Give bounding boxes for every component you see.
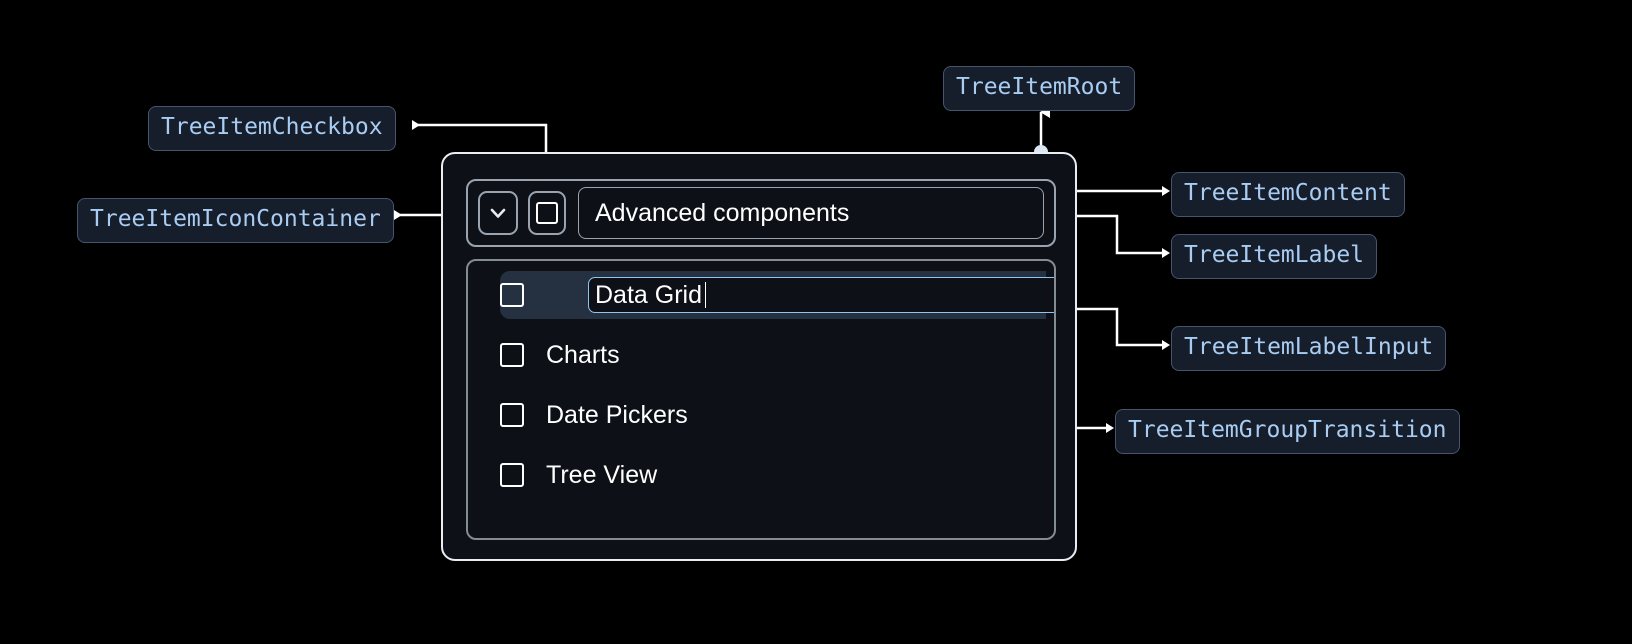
annotation-badge-treeitemcontent: TreeItemContent [1171, 172, 1405, 217]
tree-item-row-date-pickers[interactable]: Date Pickers [500, 391, 688, 439]
annotation-badge-treeitemlabel: TreeItemLabel [1171, 234, 1378, 279]
chevron-down-icon [486, 201, 510, 225]
tree-item-root[interactable]: Advanced components Data Grid Charts Dat… [441, 152, 1077, 561]
text-caret [704, 282, 707, 308]
tree-item-label: Tree View [546, 460, 658, 489]
tree-item-row-charts[interactable]: Charts [500, 331, 620, 379]
checkbox-unchecked-icon[interactable] [500, 463, 524, 487]
checkbox-unchecked-icon [536, 202, 558, 224]
tree-item-label-input[interactable]: Data Grid [588, 277, 1054, 313]
tree-item-icon-container[interactable] [478, 191, 518, 235]
annotation-badge-treeitemlabelinput: TreeItemLabelInput [1171, 326, 1447, 371]
annotation-badge-treeitemcheckbox: TreeItemCheckbox [148, 106, 396, 151]
checkbox-unchecked-icon[interactable] [500, 343, 524, 367]
checkbox-unchecked-icon[interactable] [500, 403, 524, 427]
annotation-badge-treeitemroot: TreeItemRoot [943, 66, 1136, 111]
tree-item-label[interactable]: Advanced components [578, 187, 1044, 239]
tree-item-label: Date Pickers [546, 400, 688, 429]
checkbox-unchecked-icon[interactable] [500, 283, 524, 307]
tree-item-label: Charts [546, 340, 620, 369]
tree-item-row-tree-view[interactable]: Tree View [500, 451, 657, 499]
tree-item-label-input-value: Data Grid [595, 280, 702, 309]
tree-item-checkbox[interactable] [528, 191, 566, 235]
annotation-badge-treeitemiconcontainer: TreeItemIconContainer [77, 198, 394, 243]
tree-item-row-data-grid[interactable]: Data Grid [500, 271, 1054, 319]
tree-item-group-transition: Data Grid Charts Date Pickers Tree View [466, 259, 1056, 540]
tree-item-content[interactable]: Advanced components [466, 179, 1056, 247]
annotation-badge-treeitemgrouptransition: TreeItemGroupTransition [1115, 409, 1460, 454]
